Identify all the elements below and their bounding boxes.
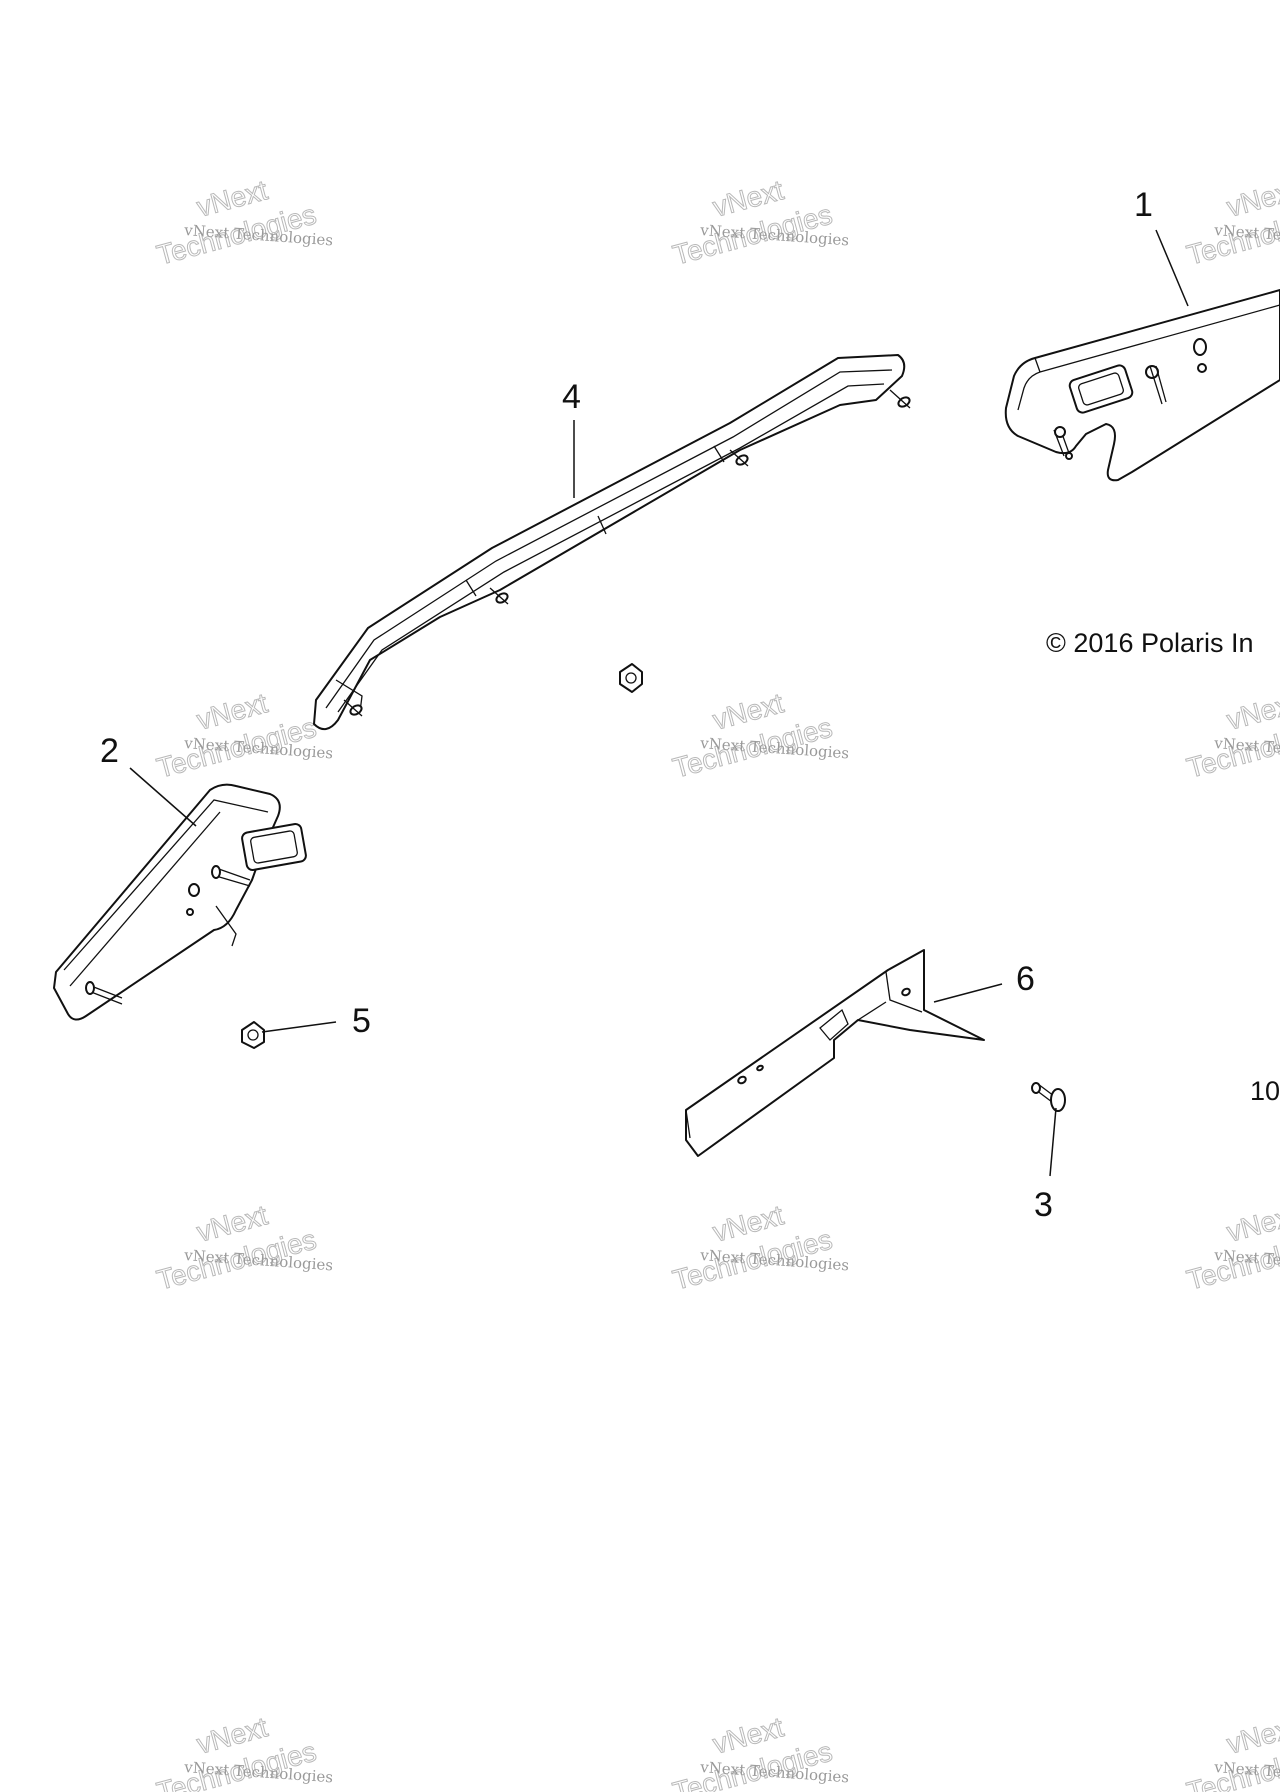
watermark: vNext Technologies vNext Technologies — [669, 1711, 850, 1792]
watermark-big-1: vNext — [1224, 687, 1280, 736]
callout-5-leader — [261, 1021, 337, 1033]
callout-1-label: 1 — [1134, 186, 1153, 224]
watermark-big-1: vNext — [1224, 174, 1280, 223]
part-4-light-bar[interactable] — [313, 354, 911, 731]
callout-3: 3 — [1034, 1107, 1057, 1224]
callout-2: 2 — [100, 732, 197, 827]
partial-callout-label: 10 — [1250, 1076, 1280, 1106]
watermark: vNext Technologies vNext Technologies — [669, 174, 850, 272]
watermark-big-1: vNext — [1224, 1199, 1280, 1248]
watermark: vNext Technologies vNext Technologies — [153, 1199, 334, 1297]
nut-icon[interactable] — [619, 663, 643, 693]
watermark: vNext Technologies vNext Technologies — [153, 174, 334, 272]
watermark: vNext Technologies vNext Technologies — [669, 687, 850, 785]
callout-3-leader — [1049, 1107, 1057, 1177]
callout-2-label: 2 — [100, 732, 119, 770]
callout-6: 6 — [933, 960, 1035, 1003]
watermark: vNext Technologies vNext Technologies — [669, 1199, 850, 1297]
callout-6-leader — [933, 983, 1003, 1003]
callout-5: 5 — [261, 1002, 371, 1040]
callout-3-label: 3 — [1034, 1186, 1053, 1224]
copyright-text: © 2016 Polaris In — [1046, 628, 1254, 658]
watermark: vNext Technologies vNext Technologies — [1183, 174, 1280, 272]
callout-4: 4 — [562, 378, 581, 498]
part-5-nut[interactable] — [241, 1021, 265, 1049]
part-1-connector — [1068, 364, 1134, 414]
part-2-left-taillight[interactable] — [53, 783, 307, 1021]
callout-1-leader — [1155, 229, 1189, 307]
part-6-bracket[interactable] — [685, 949, 985, 1157]
part-3-screw[interactable] — [1031, 1082, 1066, 1112]
part-1-right-taillight[interactable] — [1004, 289, 1280, 482]
watermark-big-1: vNext — [1224, 1711, 1280, 1760]
watermark: vNext Technologies vNext Technologies — [1183, 1711, 1280, 1792]
callout-6-label: 6 — [1016, 960, 1035, 998]
watermark: vNext Technologies vNext Technologies — [153, 1711, 334, 1792]
callout-4-label: 4 — [562, 378, 581, 416]
part-2-connector — [241, 823, 307, 871]
watermark: vNext Technologies vNext Technologies — [153, 687, 334, 785]
callout-2-leader — [129, 767, 197, 827]
watermark: vNext Technologies vNext Technologies — [1183, 687, 1280, 785]
callout-5-label: 5 — [352, 1002, 371, 1040]
callout-1: 1 — [1134, 186, 1189, 307]
watermark: vNext Technologies vNext Technologies — [1183, 1199, 1280, 1297]
